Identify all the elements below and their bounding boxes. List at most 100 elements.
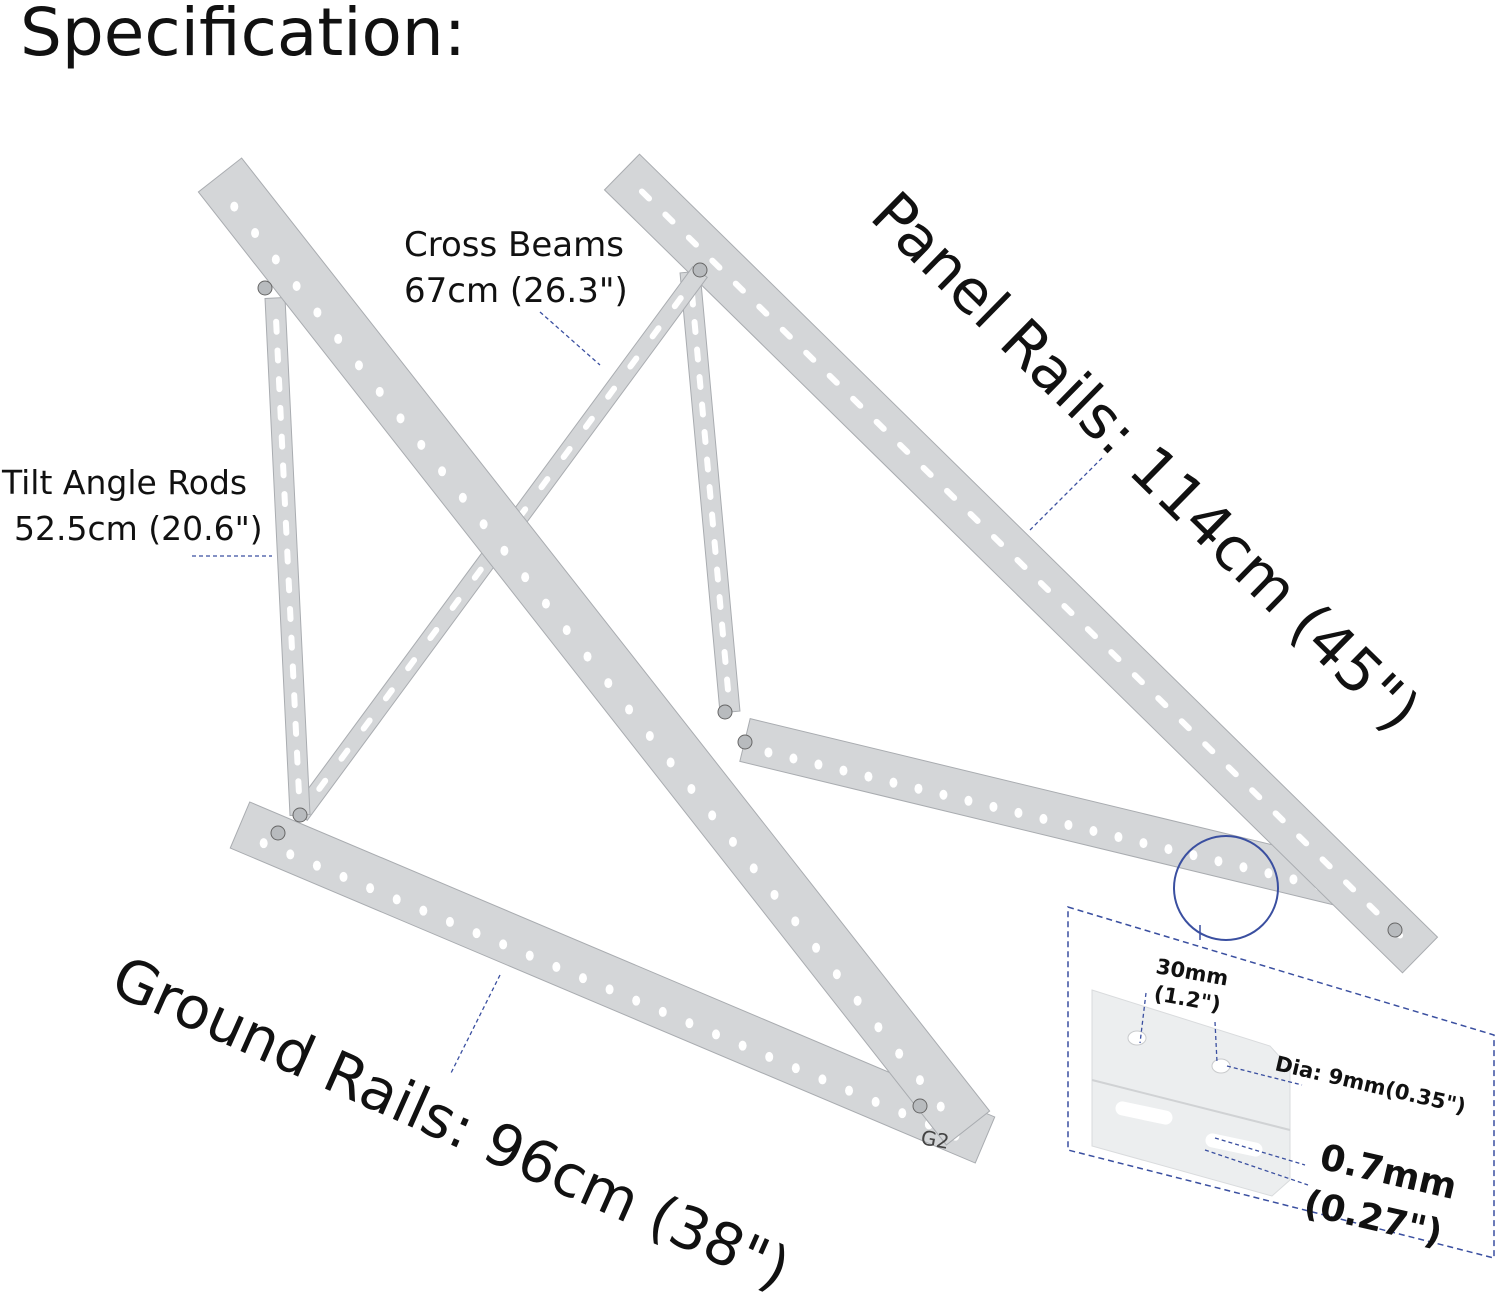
rail-hole <box>286 849 295 860</box>
rail-hole <box>1089 825 1098 836</box>
rail-hole <box>967 510 981 524</box>
rail-hole <box>889 777 898 788</box>
rail-hole <box>898 1108 907 1119</box>
rail-hole <box>850 395 864 409</box>
rail-hole <box>251 228 260 239</box>
rail-hole <box>293 749 301 766</box>
rail-hole <box>312 860 321 871</box>
rail-hole <box>273 318 280 335</box>
rail-hole <box>1249 787 1263 801</box>
rail-hole <box>354 360 363 371</box>
rail-hole <box>625 704 634 715</box>
rail-hole <box>604 678 613 689</box>
rail-hole <box>791 916 800 927</box>
rail-hole <box>709 511 716 528</box>
rail-hole <box>281 491 288 508</box>
rail-hole <box>339 871 348 882</box>
rail-hole <box>936 1101 945 1112</box>
rail-hole <box>709 257 723 271</box>
rail-hole <box>382 687 395 702</box>
rail-hole <box>662 211 676 225</box>
rail-hole <box>826 372 840 386</box>
cross-beams-label: Cross Beams <box>404 225 624 265</box>
rail-hole <box>724 676 731 693</box>
rail-hole <box>392 894 401 905</box>
page-title: Specification: <box>20 0 466 71</box>
rail-hole <box>366 883 375 894</box>
rail-hole <box>1296 833 1310 847</box>
detail-zoom-circle <box>1173 835 1279 941</box>
rail-hole <box>427 626 440 642</box>
left-ground-rail <box>229 801 996 1164</box>
rail-hole <box>721 649 729 665</box>
rail-hole <box>1014 807 1023 818</box>
rail-hole <box>1084 626 1098 640</box>
rail-hole <box>605 984 614 995</box>
rail-hole <box>1366 902 1380 916</box>
bolt-icon <box>737 734 753 750</box>
rail-hole <box>990 533 1005 547</box>
rail-hole <box>500 545 509 556</box>
rail-hole <box>706 484 714 500</box>
ground-rail-leader <box>449 974 501 1076</box>
rail-hole <box>645 731 654 742</box>
rail-hole <box>560 445 573 461</box>
rail-hole <box>1014 556 1028 571</box>
rail-hole <box>1037 580 1052 594</box>
rail-hole <box>259 838 268 849</box>
rail-hole <box>1225 764 1239 778</box>
rail-hole <box>274 347 282 364</box>
rail-hole <box>282 519 290 536</box>
rail-hole <box>685 1018 694 1029</box>
rail-hole <box>472 928 481 939</box>
rail-hole <box>541 598 550 609</box>
rail-hole <box>375 386 384 397</box>
rail-hole <box>789 753 798 764</box>
rail-hole <box>687 783 696 794</box>
rail-hole <box>728 836 737 847</box>
cross-beam-leader <box>539 311 601 366</box>
cross-beams-size: 67cm (26.3") <box>404 271 628 311</box>
rail-hole <box>292 720 300 737</box>
rail-hole <box>1272 810 1286 824</box>
hole-diameter: Dia: 9mm(0.35") <box>1273 1051 1468 1118</box>
rail-hole <box>694 346 701 363</box>
rail-hole <box>864 771 873 782</box>
rail-hole <box>627 355 640 370</box>
rail-hole <box>1155 695 1169 709</box>
rail-hole <box>915 1075 924 1086</box>
rail-hole <box>711 539 719 555</box>
rail-hole <box>732 280 746 294</box>
rail-hole <box>716 594 724 610</box>
rail-hole <box>764 747 773 758</box>
rail-hole <box>1039 813 1048 824</box>
bolt-icon <box>692 262 708 278</box>
rail-hole <box>338 747 351 762</box>
rail-hole <box>812 942 821 953</box>
rail-hole <box>714 566 721 583</box>
rail-hole <box>295 778 302 795</box>
rail-hole <box>479 519 488 530</box>
rail-hole <box>814 759 823 770</box>
rail-hole <box>712 1029 721 1040</box>
rail-hole <box>471 566 484 581</box>
rail-hole <box>803 349 817 363</box>
rail-hole <box>895 1048 904 1059</box>
rail-hole <box>521 572 530 583</box>
rail-hole <box>334 333 343 344</box>
rail-hole <box>756 303 770 317</box>
left-panel-rail <box>197 157 991 1146</box>
rail-hole <box>582 415 595 430</box>
rail-hole <box>839 765 848 776</box>
rail-hole <box>649 325 662 340</box>
rail-hole <box>699 401 706 418</box>
rail-hole <box>939 789 948 800</box>
rail-hole <box>458 492 467 503</box>
rail-hole <box>1343 879 1357 893</box>
rail-hole <box>291 692 298 709</box>
rail-hole <box>552 961 561 972</box>
rail-hole <box>1064 819 1073 830</box>
rail-hole <box>708 810 717 821</box>
rail-hole <box>271 254 280 265</box>
rail-hole <box>316 777 329 792</box>
